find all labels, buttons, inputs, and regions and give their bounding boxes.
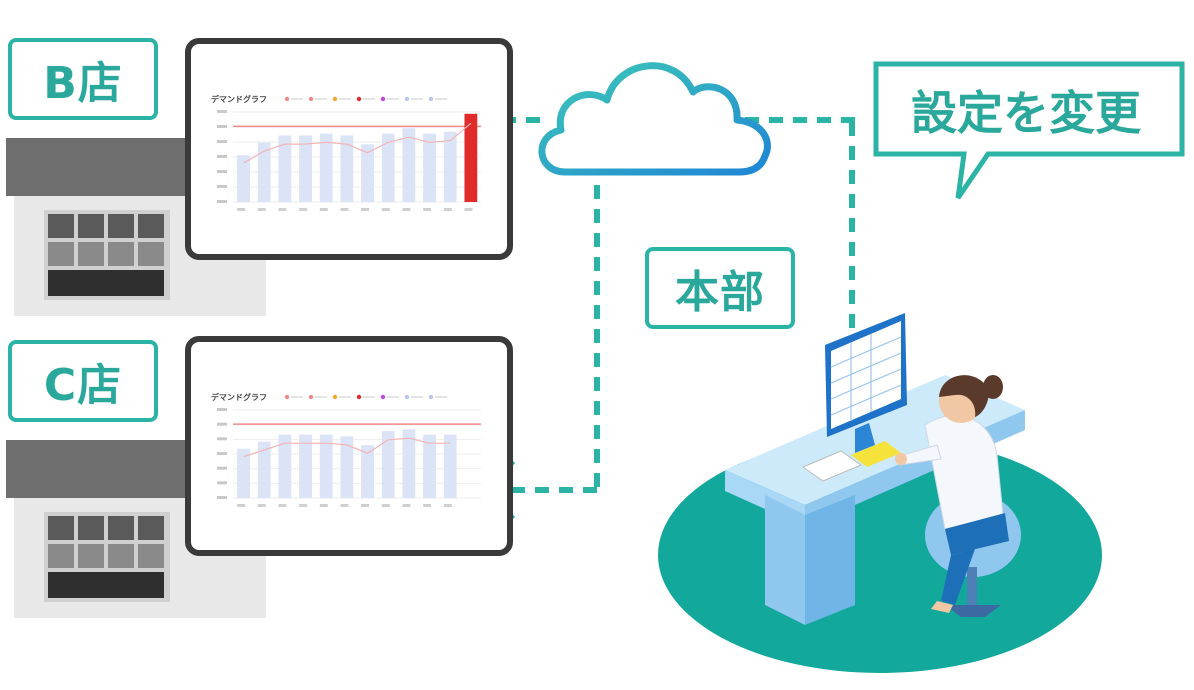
x-tick-label xyxy=(361,208,370,211)
y-tick-label xyxy=(217,496,227,499)
store-b-label: B店 xyxy=(8,38,158,120)
chart-bar xyxy=(402,429,416,498)
chart-title: デマンドグラフ xyxy=(211,392,267,402)
x-tick-label xyxy=(423,504,432,507)
chart-bar xyxy=(402,128,416,202)
trend-line xyxy=(243,437,451,458)
chart-title: デマンドグラフ xyxy=(211,94,267,104)
legend-dot xyxy=(332,394,338,400)
x-tick-label xyxy=(237,208,246,211)
chart-bar xyxy=(423,434,436,498)
y-tick-label xyxy=(217,110,227,113)
x-tick-label xyxy=(402,504,411,507)
chart-bar xyxy=(319,133,333,202)
chart-bar xyxy=(237,448,250,498)
chart-bar xyxy=(257,142,271,202)
callout-text: 設定を変更 xyxy=(911,86,1141,140)
x-tick-label xyxy=(402,208,411,211)
legend-dot xyxy=(284,394,290,400)
x-tick-label xyxy=(257,504,266,507)
x-tick-label xyxy=(381,504,390,507)
legend-dot xyxy=(356,96,362,102)
chart-bar xyxy=(340,135,354,202)
y-tick-label xyxy=(217,466,227,470)
y-tick-label xyxy=(217,155,227,158)
legend-dot xyxy=(356,394,362,400)
y-tick-label xyxy=(217,481,227,485)
speech-bubble xyxy=(873,61,1185,200)
x-tick-label xyxy=(443,208,452,211)
y-tick-label xyxy=(217,200,227,203)
chart-bar xyxy=(464,113,478,202)
chart-bar xyxy=(319,434,333,498)
legend-dot xyxy=(428,96,434,102)
chart-bar xyxy=(237,155,250,202)
chart-bar xyxy=(299,135,312,202)
person-at-desk-icon xyxy=(658,313,1102,673)
y-tick-label xyxy=(217,140,227,143)
chart-bar xyxy=(361,445,374,498)
legend-dot xyxy=(380,394,386,400)
legend-dot xyxy=(380,96,386,102)
legend-dot xyxy=(284,96,290,102)
legend-dot xyxy=(404,96,410,102)
legend-dot xyxy=(332,96,338,102)
chart-bar xyxy=(278,434,292,498)
store-c-label: C店 xyxy=(8,340,158,422)
x-tick-label xyxy=(319,504,328,507)
chart-bar xyxy=(443,434,457,498)
chart-bar xyxy=(443,131,457,202)
chart-bar xyxy=(361,144,374,202)
store-b-tablet: デマンドグラフ xyxy=(185,38,513,260)
legend-dot xyxy=(428,394,434,400)
trend-line xyxy=(243,122,472,164)
legend-dot xyxy=(308,394,314,400)
x-tick-label xyxy=(278,504,287,507)
chart-bar xyxy=(381,133,395,202)
y-tick-label xyxy=(217,185,227,188)
x-tick-label xyxy=(299,504,308,507)
chart-bar xyxy=(299,434,312,498)
store-c-tablet: デマンドグラフ xyxy=(185,336,513,556)
store-b-demand-chart: デマンドグラフ xyxy=(211,94,481,211)
cloud-icon xyxy=(538,62,771,176)
y-tick-label xyxy=(217,408,227,411)
legend-dot xyxy=(308,96,314,102)
x-tick-label xyxy=(340,208,349,211)
chart-bar xyxy=(257,441,271,498)
x-tick-label xyxy=(464,208,473,211)
y-tick-label xyxy=(217,422,227,426)
hq-label: 本部 xyxy=(645,247,795,329)
x-tick-label xyxy=(257,208,266,211)
x-tick-label xyxy=(278,208,287,211)
x-tick-label xyxy=(361,504,370,507)
x-tick-label xyxy=(443,504,452,507)
chart-bar xyxy=(423,133,436,202)
store-c-demand-chart: デマンドグラフ xyxy=(211,392,481,507)
y-tick-label xyxy=(217,437,227,441)
y-tick-label xyxy=(217,452,227,455)
y-tick-label xyxy=(217,170,227,173)
x-tick-label xyxy=(299,208,308,211)
x-tick-label xyxy=(237,504,246,507)
x-tick-label xyxy=(340,504,349,507)
store-building-icon xyxy=(6,440,266,618)
x-tick-label xyxy=(423,208,432,211)
y-tick-label xyxy=(217,125,227,128)
x-tick-label xyxy=(319,208,328,211)
chart-bar xyxy=(278,135,292,202)
x-tick-label xyxy=(381,208,390,211)
chart-bar xyxy=(381,431,395,498)
legend-dot xyxy=(404,394,410,400)
chart-bar xyxy=(340,436,354,498)
